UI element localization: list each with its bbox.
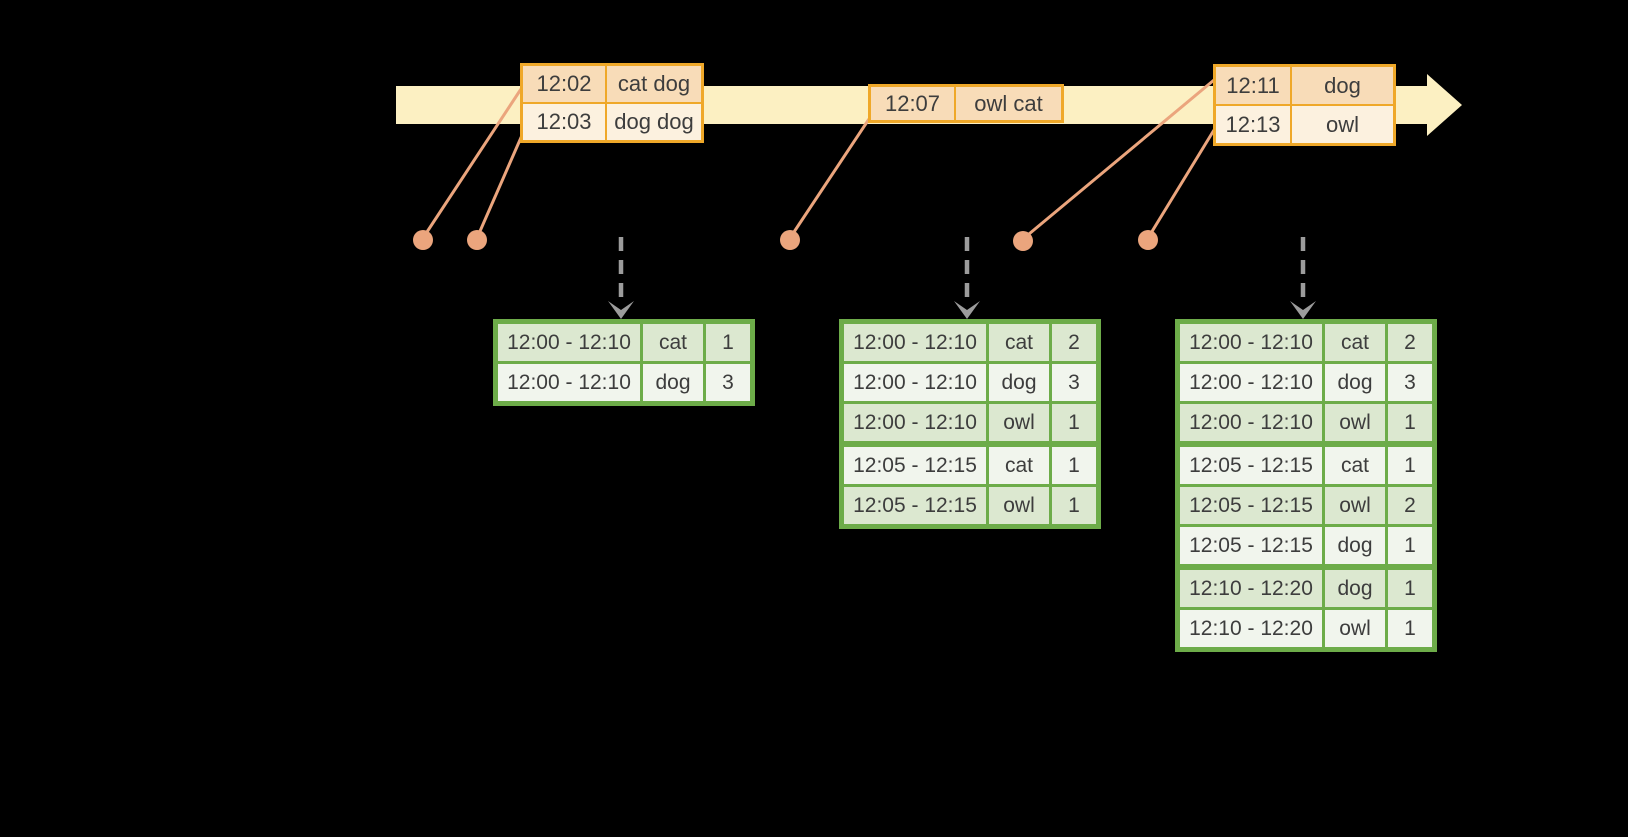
event-connector-line xyxy=(1022,78,1215,241)
window-cell: 12:05 - 12:15 xyxy=(1176,442,1325,487)
event-dot xyxy=(780,230,800,250)
word-cell: cat xyxy=(1322,442,1388,487)
count-cell: 3 xyxy=(1049,361,1100,404)
time-cell: 12:07 xyxy=(868,84,956,123)
word-cell: owl xyxy=(1322,401,1388,447)
event-connector-line xyxy=(421,88,523,239)
window-cell: 12:00 - 12:10 xyxy=(1176,361,1325,404)
count-cell: 3 xyxy=(1385,361,1436,404)
time-cell: 12:03 xyxy=(520,102,607,143)
word-cell: dog xyxy=(1322,565,1388,610)
trigger-arrow-head xyxy=(1290,301,1316,319)
event-connector-line xyxy=(475,132,525,239)
event-dot xyxy=(1138,230,1158,250)
word-cell: owl xyxy=(986,401,1052,447)
trigger-arrows xyxy=(608,237,1316,319)
words-cell: dog dog xyxy=(605,102,704,143)
event-connector-line xyxy=(788,118,871,239)
time-cell: 12:02 xyxy=(520,63,607,104)
count-cell: 1 xyxy=(1385,524,1436,570)
count-cell: 2 xyxy=(1385,484,1436,527)
window-cell: 12:10 - 12:20 xyxy=(1176,607,1325,651)
time-cell: 12:13 xyxy=(1213,104,1292,146)
window-cell: 12:00 - 12:10 xyxy=(840,401,989,447)
event-connector-line xyxy=(1146,129,1216,239)
word-cell: owl xyxy=(1322,484,1388,527)
word-cell: dog xyxy=(986,361,1052,404)
event-connectors xyxy=(413,78,1216,251)
words-cell: owl xyxy=(1290,104,1396,146)
window-cell: 12:05 - 12:15 xyxy=(1176,484,1325,527)
window-cell: 12:00 - 12:10 xyxy=(840,320,989,364)
count-cell: 1 xyxy=(1385,401,1436,447)
word-cell: owl xyxy=(986,484,1052,528)
word-cell: cat xyxy=(986,442,1052,487)
count-cell: 1 xyxy=(1049,442,1100,487)
event-dot xyxy=(1013,231,1033,251)
word-cell: dog xyxy=(1322,361,1388,404)
window-cell: 12:00 - 12:10 xyxy=(494,320,643,364)
words-cell: dog xyxy=(1290,64,1396,106)
count-cell: 1 xyxy=(1385,565,1436,610)
trigger-arrow-head xyxy=(608,301,634,319)
window-cell: 12:05 - 12:15 xyxy=(840,484,989,528)
event-dot xyxy=(413,230,433,250)
window-cell: 12:05 - 12:15 xyxy=(840,442,989,487)
window-cell: 12:00 - 12:10 xyxy=(494,361,643,405)
count-cell: 1 xyxy=(1385,442,1436,487)
window-cell: 12:10 - 12:20 xyxy=(1176,565,1325,610)
count-cell: 2 xyxy=(1385,320,1436,364)
window-cell: 12:05 - 12:15 xyxy=(1176,524,1325,570)
window-cell: 12:00 - 12:10 xyxy=(840,361,989,404)
count-cell: 1 xyxy=(1049,401,1100,447)
word-cell: owl xyxy=(1322,607,1388,651)
word-cell: dog xyxy=(640,361,706,405)
word-cell: cat xyxy=(640,320,706,364)
event-dot xyxy=(467,230,487,250)
count-cell: 3 xyxy=(703,361,754,405)
trigger-arrow-head xyxy=(954,301,980,319)
window-cell: 12:00 - 12:10 xyxy=(1176,401,1325,447)
time-cell: 12:11 xyxy=(1213,64,1292,106)
count-cell: 1 xyxy=(703,320,754,364)
word-cell: cat xyxy=(1322,320,1388,364)
count-cell: 1 xyxy=(1049,484,1100,528)
word-cell: cat xyxy=(986,320,1052,364)
word-cell: dog xyxy=(1322,524,1388,570)
words-cell: owl cat xyxy=(954,84,1064,123)
count-cell: 1 xyxy=(1385,607,1436,651)
count-cell: 2 xyxy=(1049,320,1100,364)
window-cell: 12:00 - 12:10 xyxy=(1176,320,1325,364)
words-cell: cat dog xyxy=(605,63,704,104)
